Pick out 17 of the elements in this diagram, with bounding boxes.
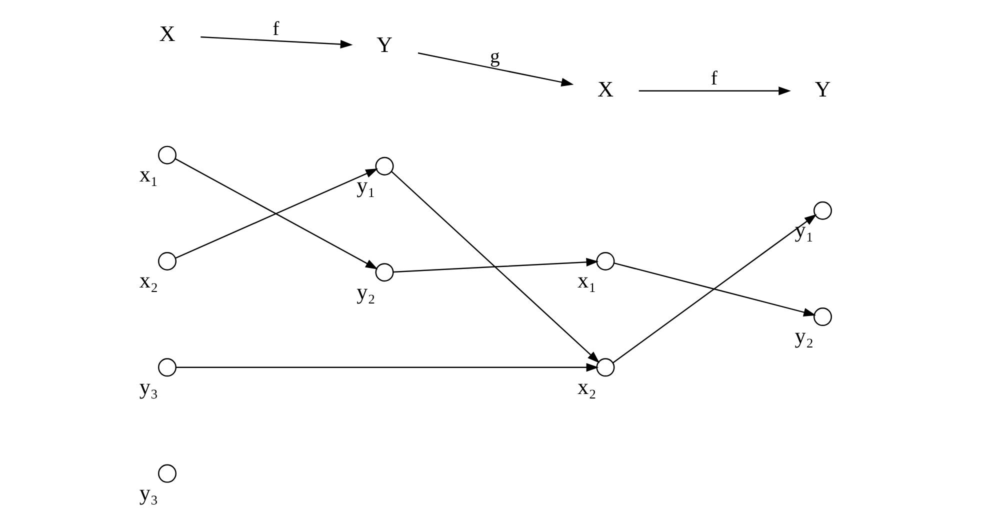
node-label: x₁ [578, 268, 596, 293]
node-text: X [159, 20, 176, 46]
node-label: y₁ [356, 172, 376, 198]
node-label: y₃ [139, 480, 158, 505]
node-label: y₃ [139, 374, 158, 399]
node-label: y₂ [794, 323, 814, 348]
node-label: x₁ [139, 161, 158, 186]
node-label: y₁ [794, 217, 814, 242]
edge-label: f [710, 67, 718, 90]
edge-label: g [490, 45, 500, 68]
node-text: Y [376, 32, 393, 57]
edge-label: f [272, 18, 280, 40]
node-text: Y [814, 76, 831, 102]
node-label: x₂ [139, 268, 158, 293]
node-text: X [597, 76, 614, 102]
node-label: x₂ [578, 374, 596, 399]
node-label: y₂ [356, 278, 376, 304]
